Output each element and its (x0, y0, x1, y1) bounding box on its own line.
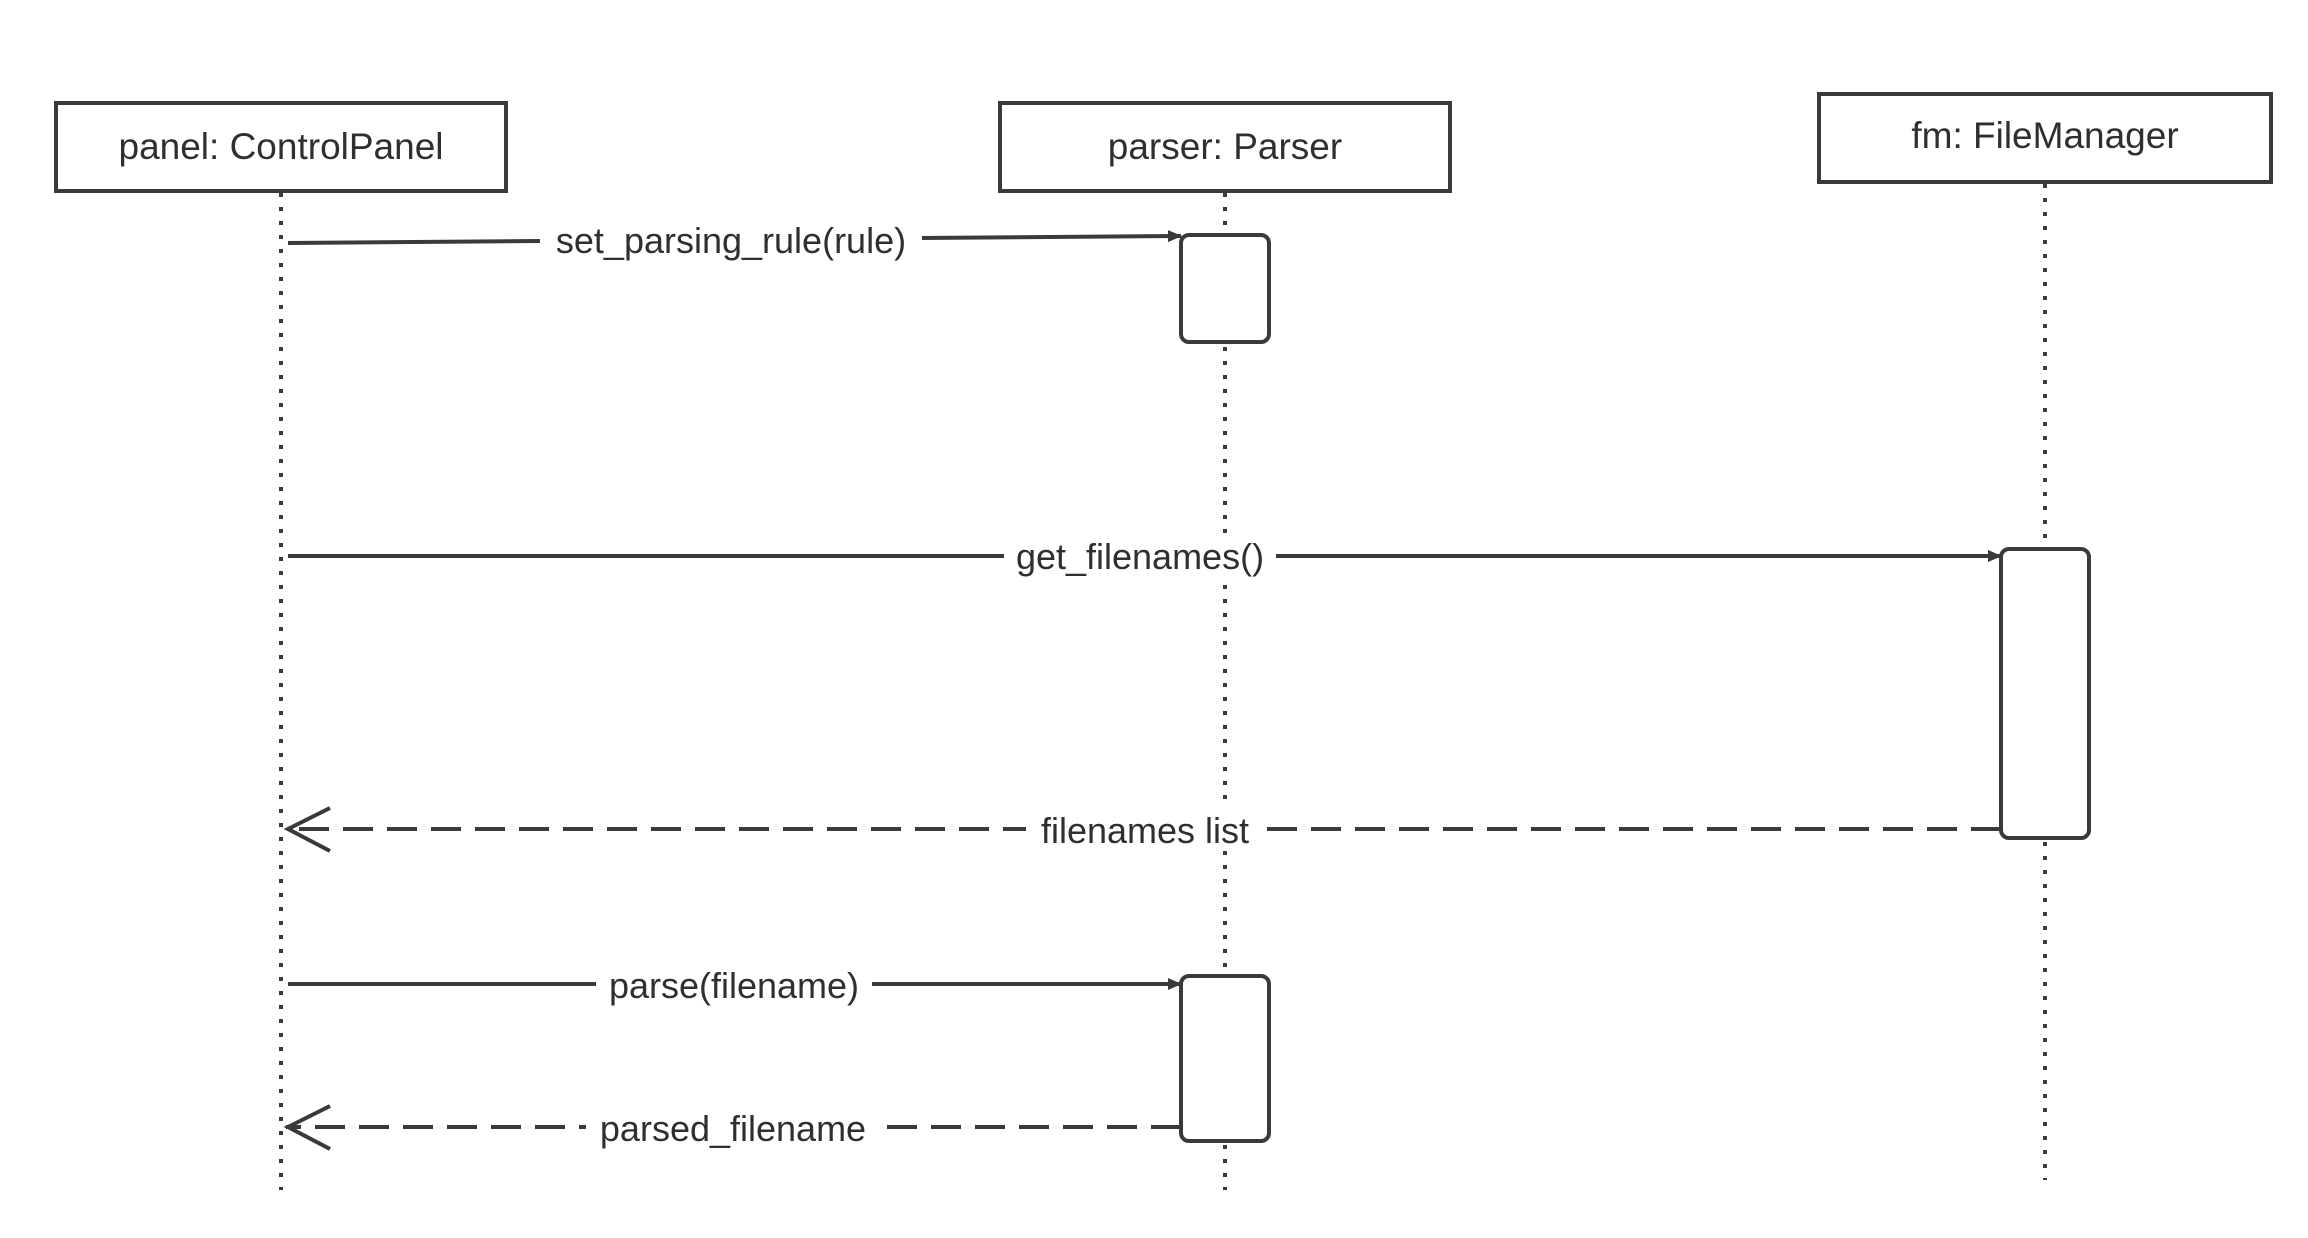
participant-box-parser (998, 101, 1452, 193)
participant-label-fm: fm: FileManager (1911, 115, 2178, 156)
activation-parser-2 (1179, 974, 1271, 1143)
participant-box-panel (54, 101, 508, 193)
label-mask (1004, 534, 1276, 578)
message-filenames-list[interactable]: filenames list (283, 806, 2001, 853)
message-get-filenames[interactable]: get_filenames() (288, 534, 2002, 578)
participant-label-parser: parser: Parser (1108, 126, 1342, 167)
label-mask (586, 1105, 880, 1149)
message-label: parsed_filename (600, 1108, 866, 1149)
message-parse[interactable]: parse(filename) (288, 962, 1182, 1006)
message-set-parsing-rule[interactable]: set_parsing_rule(rule) (287, 219, 1182, 263)
message-label: filenames list (1041, 810, 1249, 851)
activation-parser-1 (1179, 233, 1271, 344)
message-label: parse(filename) (609, 965, 859, 1006)
participant-panel[interactable]: panel: ControlPanel (54, 101, 508, 193)
message-label: set_parsing_rule(rule) (556, 220, 906, 261)
participant-box-fm (1817, 92, 2273, 184)
message-parsed-filename[interactable]: parsed_filename (283, 1104, 1181, 1151)
activation-fm (1999, 547, 2091, 840)
participant-label-panel: panel: ControlPanel (119, 126, 444, 167)
label-mask (596, 962, 872, 1006)
label-mask (540, 219, 922, 263)
participant-fm[interactable]: fm: FileManager (1817, 92, 2273, 184)
message-label: get_filenames() (1016, 536, 1264, 577)
label-mask (1026, 807, 1266, 851)
open-arrowhead (283, 1104, 331, 1151)
participant-parser[interactable]: parser: Parser (998, 101, 1452, 193)
open-arrowhead (283, 806, 331, 853)
